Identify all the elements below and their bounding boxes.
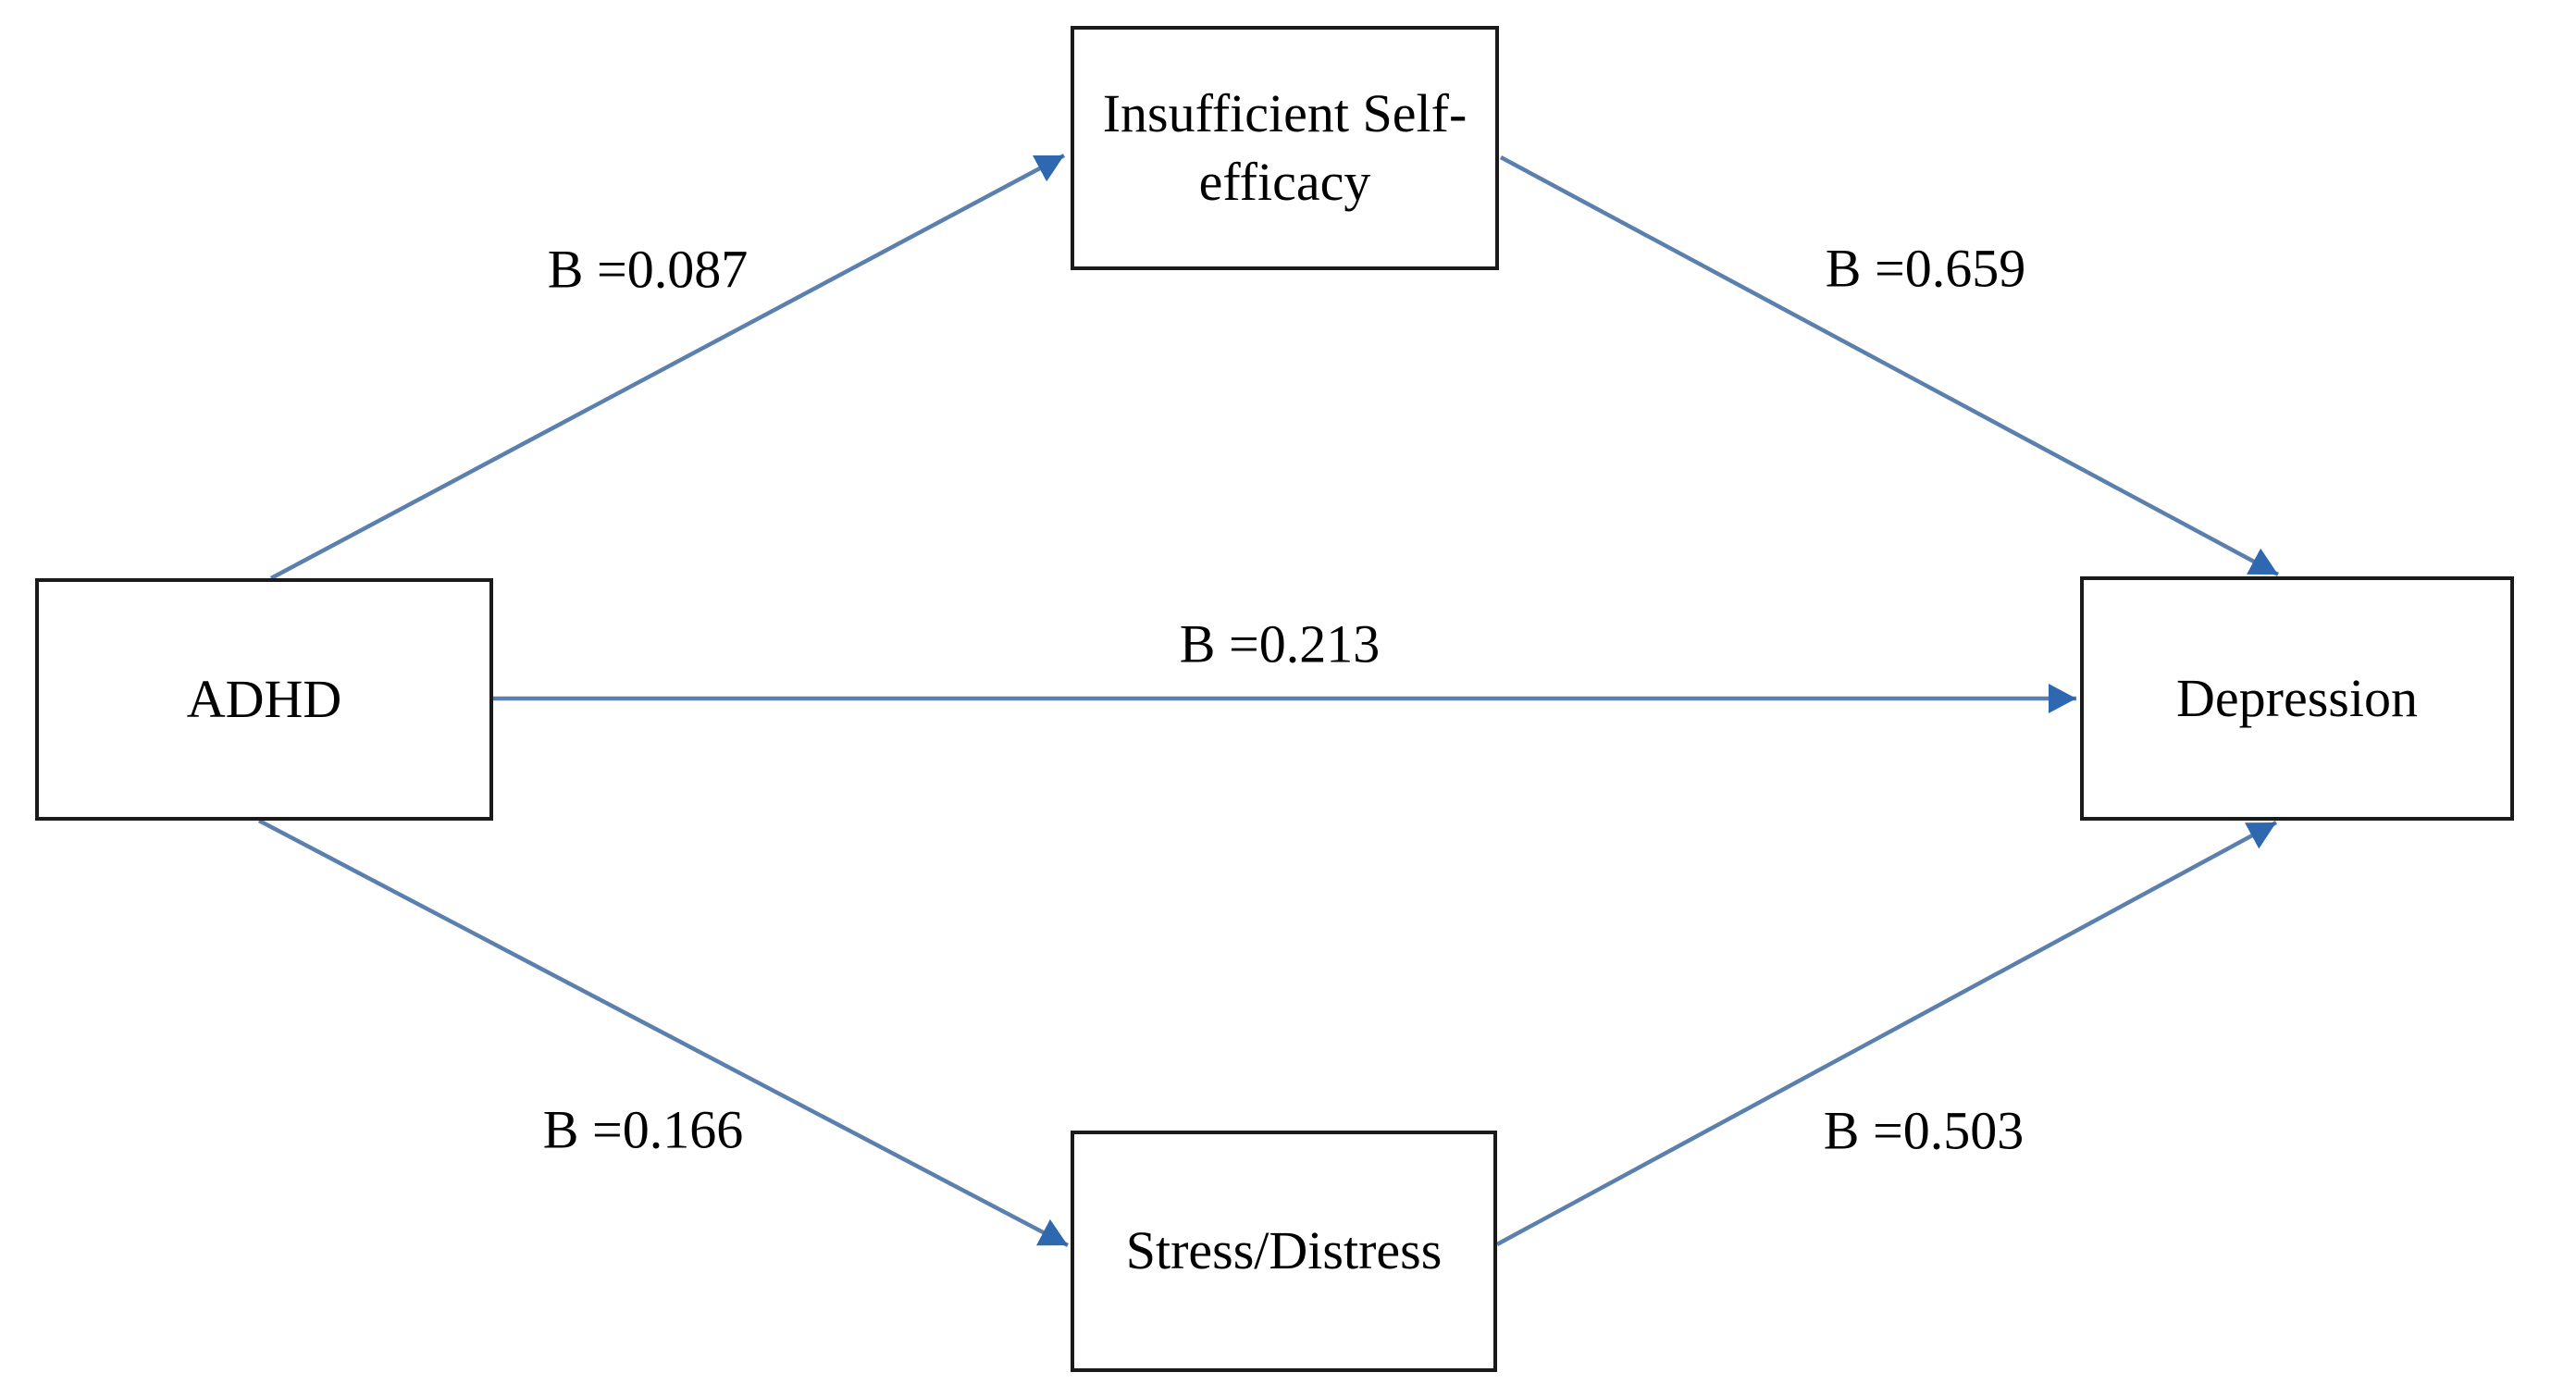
path-coefficient-adhd-to-stress: B =0.166 [542,1099,744,1160]
path-coefficient-stress-to-depression: B =0.503 [1823,1100,2025,1161]
node-depression: Depression [2080,576,2514,821]
node-stress-distress: Stress/Distress [1071,1131,1497,1372]
node-adhd: ADHD [35,578,493,821]
path-coefficient-adhd-to-depression: B =0.213 [1179,613,1381,674]
node-depression-label: Depression [2176,667,2418,728]
node-stress-distress-label: Stress/Distress [1125,1220,1443,1281]
path-line-stress-to-depression [1495,821,2278,1246]
path-line-self-efficacy-to-depression [1499,155,2280,576]
path-line-adhd-to-stress [257,819,1070,1247]
path-coefficient-self-efficacy-to-depression: B =0.659 [1825,238,2026,299]
node-insufficient-self-efficacy-label: Insufficient Self-efficacy [1102,82,1468,212]
path-coefficient-adhd-to-self-efficacy: B =0.087 [547,239,749,300]
path-line-adhd-to-self-efficacy [269,154,1066,580]
node-adhd-label: ADHD [186,668,342,729]
node-insufficient-self-efficacy: Insufficient Self-efficacy [1071,26,1499,270]
